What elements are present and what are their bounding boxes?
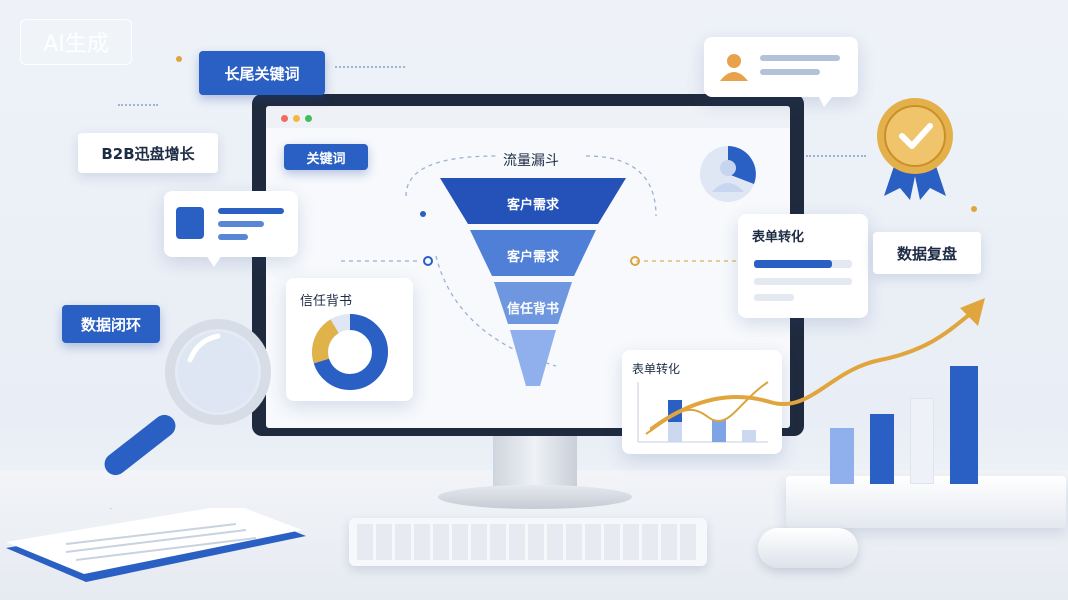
user-avatar-icon [720, 54, 748, 81]
funnel-level-4 [510, 330, 556, 386]
document-line-1 [218, 208, 284, 214]
mini-bar-3 [742, 430, 756, 442]
mini-bar-2 [712, 420, 726, 442]
window-titlebar [266, 106, 790, 128]
funnel-title: 流量漏斗 [503, 153, 559, 169]
keyboard[interactable] [349, 518, 707, 566]
document-line-3 [218, 234, 248, 240]
profile-card-pointer [818, 95, 834, 107]
document-line-2 [218, 221, 264, 227]
form-line-2 [754, 294, 794, 301]
monitor-stand-neck [493, 432, 577, 492]
growth-arrow-icon [650, 298, 985, 432]
profile-line-2 [760, 69, 820, 75]
document-icon [176, 207, 204, 239]
data-review-tag[interactable]: 数据复盘 [873, 232, 981, 274]
magnifying-glass-icon [104, 319, 271, 476]
mini-bar-1-base [668, 422, 682, 442]
document-card[interactable] [164, 191, 298, 257]
mouse[interactable] [758, 528, 858, 568]
growth-bar-3 [910, 398, 934, 484]
monitor-stand-base [438, 485, 632, 509]
window-minimize-dot[interactable] [293, 115, 300, 122]
form-conversion-card[interactable]: 表单转化 [738, 214, 868, 318]
growth-bar-4 [950, 366, 978, 484]
document-paper [6, 508, 306, 582]
dotted-line-2 [118, 104, 158, 106]
trust-card[interactable]: 信任背书 [286, 278, 413, 401]
award-medal-icon [877, 98, 953, 200]
trust-card-title: 信任背书 [300, 294, 353, 309]
long-tail-keywords-tag[interactable]: 长尾关键词 [199, 51, 325, 95]
growth-bar-2 [870, 414, 894, 484]
window-close-dot[interactable] [281, 115, 288, 122]
dotted-line-3 [806, 155, 866, 157]
keyword-tag[interactable]: 关键词 [284, 144, 368, 170]
traffic-funnel [440, 178, 626, 386]
profile-line-1 [760, 55, 840, 61]
profile-card[interactable] [704, 37, 858, 97]
dotted-line-1 [335, 66, 405, 68]
keyboard-keys [357, 524, 699, 560]
funnel-level-2 [470, 230, 596, 276]
form-line-1 [754, 278, 852, 285]
funnel-level-2-label: 客户需求 [506, 250, 559, 265]
ai-generated-watermark: AI生成 [20, 19, 132, 65]
trust-donut-chart [312, 314, 388, 390]
form-progress-fill [754, 260, 832, 268]
funnel-level-3 [494, 282, 572, 324]
document-card-pointer [206, 255, 222, 267]
user-pie-icon [700, 146, 756, 202]
funnel-level-3-label: 信任背书 [506, 302, 559, 317]
data-loop-tag[interactable]: 数据闭环 [62, 305, 160, 343]
funnel-level-1-label: 客户需求 [506, 198, 559, 213]
growth-platform [786, 476, 1066, 528]
gold-dot-2 [971, 206, 977, 212]
b2b-growth-tag[interactable]: B2B迅盘增长 [78, 133, 218, 173]
form-card-title: 表单转化 [752, 230, 805, 245]
gold-dot-1 [176, 56, 182, 62]
chart-card-title: 表单转化 [632, 362, 681, 376]
window-maximize-dot[interactable] [305, 115, 312, 122]
growth-bar-1 [830, 428, 854, 484]
funnel-level-1 [440, 178, 626, 224]
